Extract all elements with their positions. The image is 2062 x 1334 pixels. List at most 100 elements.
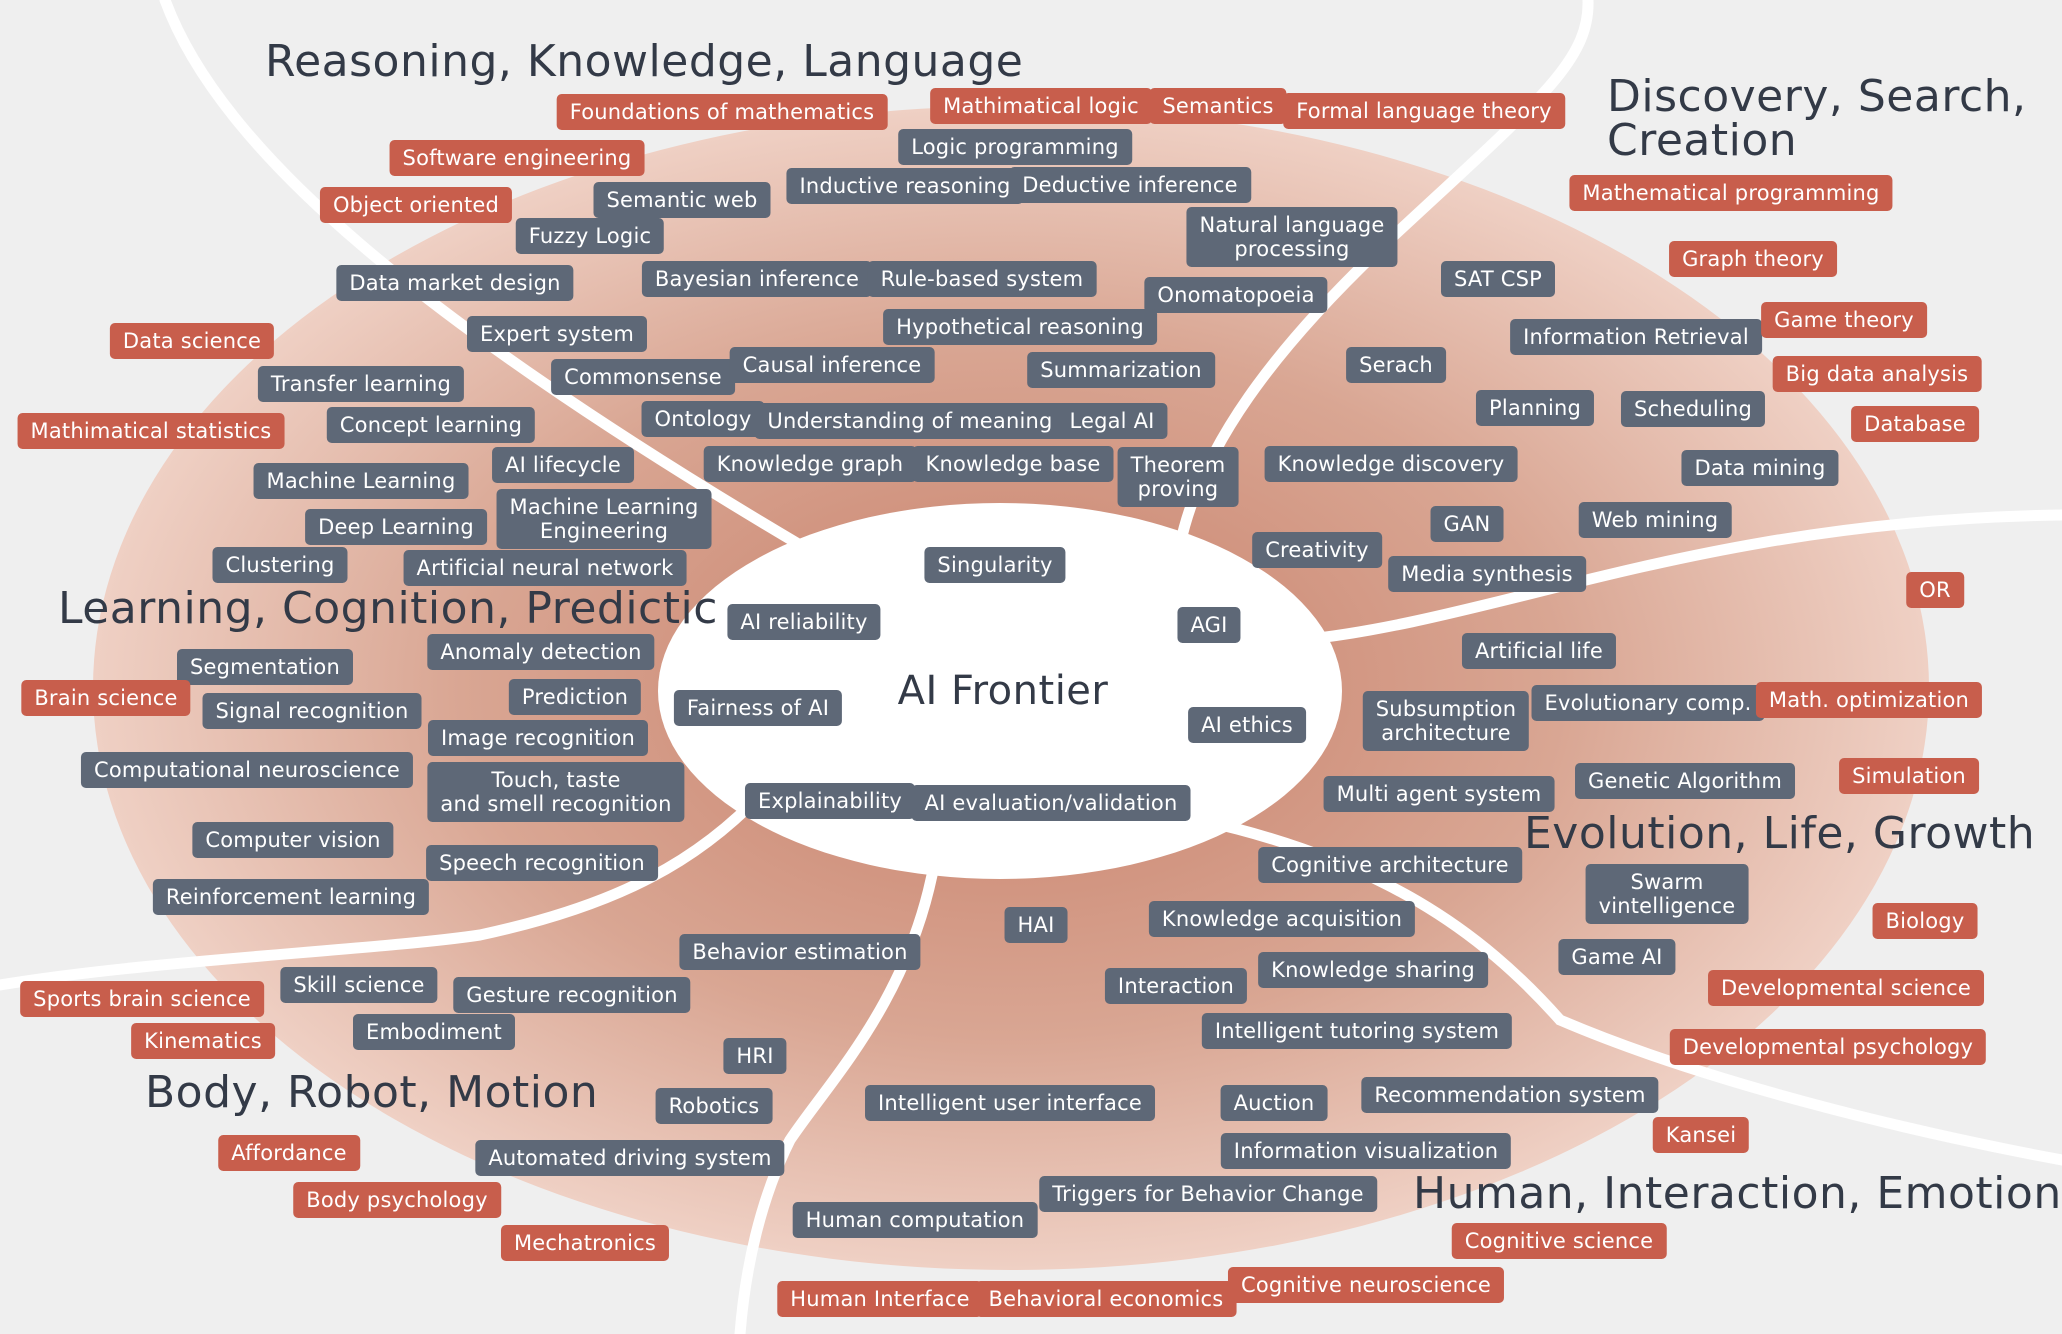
- topic-theorem-proving[interactable]: Theorem proving: [1117, 447, 1239, 507]
- field-or[interactable]: OR: [1906, 572, 1964, 608]
- field-formal-language-theory[interactable]: Formal language theory: [1283, 93, 1565, 129]
- field-mechatronics[interactable]: Mechatronics: [500, 1225, 670, 1261]
- field-biology[interactable]: Biology: [1872, 903, 1978, 939]
- field-kinematics[interactable]: Kinematics: [131, 1023, 275, 1059]
- topic-knowledge-graph[interactable]: Knowledge graph: [703, 446, 917, 482]
- topic-bayesian-inference[interactable]: Bayesian inference: [641, 261, 873, 297]
- topic-computer-vision[interactable]: Computer vision: [192, 822, 394, 858]
- topic-onomatopoeia[interactable]: Onomatopoeia: [1144, 277, 1328, 313]
- topic-web-mining[interactable]: Web mining: [1578, 502, 1732, 538]
- topic-anomaly-detection[interactable]: Anomaly detection: [427, 634, 655, 670]
- field-math-optimization[interactable]: Math. optimization: [1755, 682, 1983, 718]
- topic-information-visualization[interactable]: Information visualization: [1220, 1133, 1512, 1169]
- topic-understanding-of-meaning[interactable]: Understanding of meaning: [754, 403, 1066, 439]
- topic-hai[interactable]: HAI: [1004, 907, 1068, 943]
- topic-segmentation[interactable]: Segmentation: [177, 649, 353, 685]
- topic-intelligent-tutoring-system[interactable]: Intelligent tutoring system: [1201, 1013, 1513, 1049]
- topic-swarm-intelligence[interactable]: Swarm vintelligence: [1585, 864, 1749, 924]
- field-data-science[interactable]: Data science: [109, 323, 275, 359]
- field-foundations-of-mathematics[interactable]: Foundations of mathematics: [556, 94, 888, 130]
- topic-singularity[interactable]: Singularity: [924, 547, 1066, 583]
- topic-human-computation[interactable]: Human computation: [792, 1202, 1038, 1238]
- topic-game-ai[interactable]: Game AI: [1558, 939, 1676, 975]
- topic-fuzzy-logic[interactable]: Fuzzy Logic: [515, 218, 665, 254]
- topic-recommendation-system[interactable]: Recommendation system: [1361, 1077, 1659, 1113]
- topic-legal-ai[interactable]: Legal AI: [1056, 403, 1168, 439]
- topic-sat-csp[interactable]: SAT CSP: [1440, 261, 1556, 297]
- field-behavioral-economics[interactable]: Behavioral economics: [975, 1281, 1237, 1317]
- field-human-interface[interactable]: Human Interface: [777, 1281, 983, 1317]
- topic-commonsense[interactable]: Commonsense: [551, 359, 735, 395]
- topic-clustering[interactable]: Clustering: [212, 547, 348, 583]
- field-sports-brain-science[interactable]: Sports brain science: [20, 981, 264, 1017]
- field-cognitive-neuroscience[interactable]: Cognitive neuroscience: [1227, 1267, 1505, 1303]
- field-mathematical-programming[interactable]: Mathematical programming: [1569, 175, 1893, 211]
- field-affordance[interactable]: Affordance: [218, 1135, 360, 1171]
- topic-machine-learning[interactable]: Machine Learning: [253, 463, 469, 499]
- topic-cognitive-architecture[interactable]: Cognitive architecture: [1258, 847, 1522, 883]
- field-software-engineering[interactable]: Software engineering: [389, 140, 645, 176]
- topic-natural-language-processing[interactable]: Natural language processing: [1186, 207, 1398, 267]
- topic-ml-engineering[interactable]: Machine Learning Engineering: [496, 489, 712, 549]
- field-game-theory[interactable]: Game theory: [1761, 302, 1927, 338]
- topic-hypothetical-reasoning[interactable]: Hypothetical reasoning: [883, 309, 1157, 345]
- topic-embodiment[interactable]: Embodiment: [353, 1014, 515, 1050]
- field-mathimatical-statistics[interactable]: Mathimatical statistics: [17, 413, 285, 449]
- topic-robotics[interactable]: Robotics: [655, 1088, 773, 1124]
- field-big-data-analysis[interactable]: Big data analysis: [1772, 356, 1982, 392]
- topic-image-recognition[interactable]: Image recognition: [427, 720, 649, 756]
- topic-artificial-life[interactable]: Artificial life: [1461, 633, 1617, 669]
- topic-subsumption-architecture[interactable]: Subsumption architecture: [1362, 691, 1530, 751]
- field-body-psychology[interactable]: Body psychology: [293, 1182, 501, 1218]
- topic-planning[interactable]: Planning: [1475, 390, 1595, 426]
- topic-reinforcement-learning[interactable]: Reinforcement learning: [152, 879, 430, 915]
- topic-signal-recognition[interactable]: Signal recognition: [202, 693, 422, 729]
- topic-triggers-for-behavior-change[interactable]: Triggers for Behavior Change: [1039, 1176, 1377, 1212]
- topic-computational-neuroscience[interactable]: Computational neuroscience: [80, 752, 414, 788]
- topic-ai-reliability[interactable]: AI reliability: [727, 604, 881, 640]
- topic-gan[interactable]: GAN: [1430, 506, 1504, 542]
- field-developmental-science[interactable]: Developmental science: [1708, 970, 1984, 1006]
- field-simulation[interactable]: Simulation: [1839, 758, 1979, 794]
- topic-knowledge-base[interactable]: Knowledge base: [912, 446, 1114, 482]
- topic-prediction[interactable]: Prediction: [508, 679, 642, 715]
- topic-causal-inference[interactable]: Causal inference: [729, 347, 935, 383]
- topic-agi[interactable]: AGI: [1177, 607, 1241, 643]
- topic-ontology[interactable]: Ontology: [641, 401, 765, 437]
- topic-interaction[interactable]: Interaction: [1104, 968, 1248, 1004]
- topic-ai-evaluation[interactable]: AI evaluation/validation: [911, 785, 1191, 821]
- topic-hri[interactable]: HRI: [723, 1038, 787, 1074]
- topic-serach[interactable]: Serach: [1346, 347, 1446, 383]
- topic-scheduling[interactable]: Scheduling: [1620, 391, 1766, 427]
- topic-touch-taste-smell[interactable]: Touch, taste and smell recognition: [427, 762, 685, 822]
- topic-deep-learning[interactable]: Deep Learning: [305, 509, 487, 545]
- topic-summarization[interactable]: Summarization: [1027, 352, 1215, 388]
- topic-artificial-neural-network[interactable]: Artificial neural network: [403, 550, 687, 586]
- topic-logic-programming[interactable]: Logic programming: [898, 129, 1132, 165]
- topic-intelligent-user-interface[interactable]: Intelligent user interface: [865, 1085, 1155, 1121]
- topic-knowledge-discovery[interactable]: Knowledge discovery: [1264, 446, 1518, 482]
- topic-data-mining[interactable]: Data mining: [1681, 450, 1839, 486]
- topic-behavior-estimation[interactable]: Behavior estimation: [679, 934, 921, 970]
- topic-semantic-web[interactable]: Semantic web: [593, 182, 771, 218]
- topic-evolutionary-comp[interactable]: Evolutionary comp.: [1531, 685, 1765, 721]
- topic-transfer-learning[interactable]: Transfer learning: [257, 366, 465, 402]
- field-mathimatical-logic[interactable]: Mathimatical logic: [930, 88, 1152, 124]
- topic-explainability[interactable]: Explainability: [744, 783, 916, 819]
- field-graph-theory[interactable]: Graph theory: [1669, 241, 1837, 277]
- field-database[interactable]: Database: [1851, 406, 1979, 442]
- topic-automated-driving-system[interactable]: Automated driving system: [475, 1140, 785, 1176]
- topic-media-synthesis[interactable]: Media synthesis: [1388, 556, 1586, 592]
- topic-ai-lifecycle[interactable]: AI lifecycle: [492, 447, 634, 483]
- topic-concept-learning[interactable]: Concept learning: [326, 407, 536, 443]
- field-object-oriented[interactable]: Object oriented: [319, 187, 513, 223]
- field-kansei[interactable]: Kansei: [1652, 1117, 1750, 1153]
- topic-ai-ethics[interactable]: AI ethics: [1188, 707, 1306, 743]
- field-semantics[interactable]: Semantics: [1149, 88, 1287, 124]
- topic-deductive-inference[interactable]: Deductive inference: [1009, 167, 1251, 203]
- field-brain-science[interactable]: Brain science: [21, 680, 191, 716]
- field-cognitive-science[interactable]: Cognitive science: [1451, 1223, 1667, 1259]
- topic-information-retrieval[interactable]: Information Retrieval: [1510, 319, 1762, 355]
- topic-fairness-of-ai[interactable]: Fairness of AI: [673, 690, 843, 726]
- topic-knowledge-sharing[interactable]: Knowledge sharing: [1258, 952, 1488, 988]
